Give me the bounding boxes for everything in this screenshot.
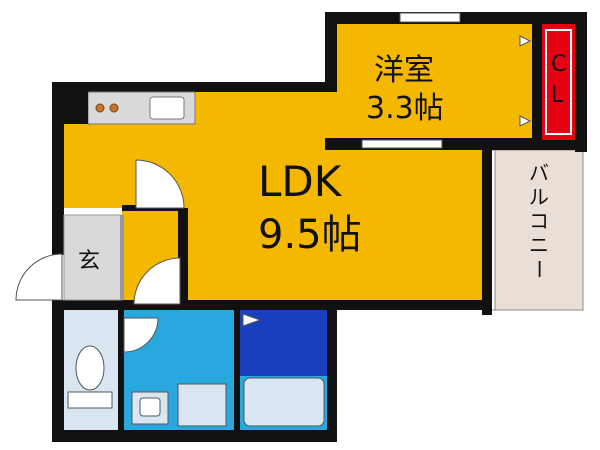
wall-bath-right <box>327 300 337 442</box>
bedroom-size: 3.3帖 <box>366 91 444 126</box>
toilet-wall <box>118 310 124 430</box>
entrance-label: 玄 <box>78 249 100 274</box>
stove-burner-right <box>109 103 119 113</box>
wall-left-lower <box>52 300 64 442</box>
closet-door-arrow-top <box>519 35 532 47</box>
wall-ldk-right <box>482 140 492 315</box>
washing-machine-space <box>177 383 227 427</box>
entrance-step <box>120 215 124 300</box>
closet-label-c: C <box>551 52 566 77</box>
washroom-door-swing-lower <box>123 317 159 353</box>
hall-door-swing <box>135 159 185 209</box>
stove-burner-left <box>95 103 105 113</box>
balcony-label-char: ー <box>527 259 551 279</box>
bedroom-window <box>399 12 461 23</box>
toilet-tank <box>67 391 113 409</box>
bath-door-arrow <box>242 313 262 327</box>
balcony-label-char: コ <box>529 209 549 233</box>
balcony-label-char: バ <box>529 161 549 185</box>
toilet-bowl <box>75 345 105 391</box>
wall-ldk-bottom <box>180 300 490 310</box>
wall-bottom <box>52 430 337 442</box>
washbasin-bowl <box>139 397 161 417</box>
kitchen-sink <box>149 96 185 120</box>
balcony-label-char: ニ <box>529 233 549 257</box>
wall-left <box>52 82 64 255</box>
closet-frame <box>545 29 572 135</box>
wall-ldk-top <box>52 82 335 92</box>
fridge-space <box>64 92 88 124</box>
wall-wet-top <box>52 300 192 310</box>
closet-wall <box>532 24 542 140</box>
ldk-size: 9.5帖 <box>258 212 362 258</box>
bedroom-sliding-door <box>361 139 443 149</box>
ldk-floor-lower <box>188 205 482 300</box>
wet-divider <box>234 310 240 430</box>
entrance-floor <box>63 214 123 301</box>
washroom-door-swing <box>133 257 181 305</box>
wall-entrance-right <box>178 205 188 310</box>
closet-label: C L <box>551 52 566 108</box>
balcony-label-char: ル <box>529 185 549 209</box>
bedroom-floor <box>337 24 535 140</box>
bedroom-name: 洋室 <box>374 53 434 88</box>
balcony-area <box>494 149 584 311</box>
entrance-door-swing <box>15 253 63 301</box>
closet-label-l: L <box>551 83 564 108</box>
ldk-name: LDK <box>258 157 343 206</box>
closet-door-arrow-bottom <box>519 115 532 127</box>
wall-right-upper <box>575 12 587 152</box>
closet-area <box>542 24 575 140</box>
bathtub <box>243 377 325 427</box>
